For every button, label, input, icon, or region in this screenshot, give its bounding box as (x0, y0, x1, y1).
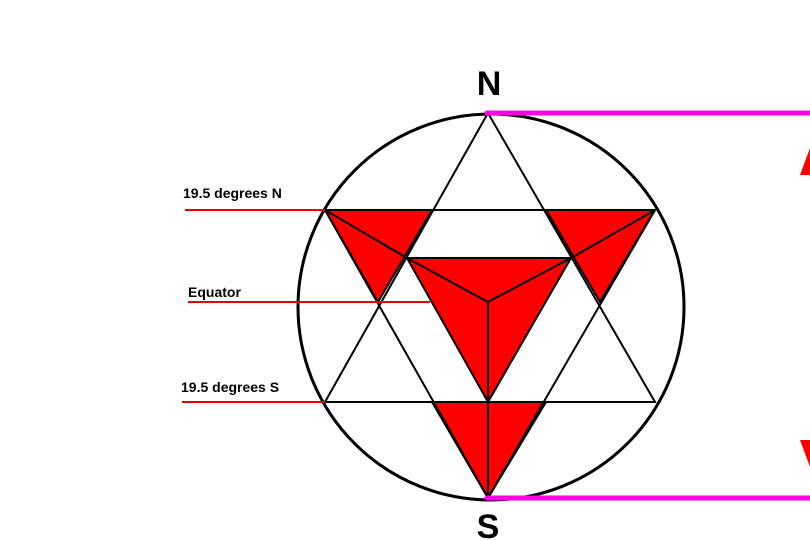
label-equator: Equator (188, 284, 241, 300)
label-19-5-s: 19.5 degrees S (181, 379, 279, 395)
wireframe (323, 110, 657, 501)
label-19-5-n: 19.5 degrees N (183, 185, 282, 201)
south-pole-label: S (477, 508, 500, 540)
latitude-pointers (182, 209, 430, 403)
downward-triangle (323, 209, 657, 501)
center-edge-left (406, 257, 489, 303)
face-upper-left (323, 209, 434, 304)
upper-right-edge (570, 209, 656, 259)
red-faces (323, 209, 657, 500)
north-pole-label: N (477, 65, 502, 103)
center-edge-right (487, 257, 572, 303)
pole-lines (484, 110, 810, 501)
upper-left-edge (324, 209, 408, 259)
face-upper-right (544, 209, 657, 304)
arrow-down-partial (800, 440, 810, 467)
arrow-up-partial (800, 148, 810, 175)
